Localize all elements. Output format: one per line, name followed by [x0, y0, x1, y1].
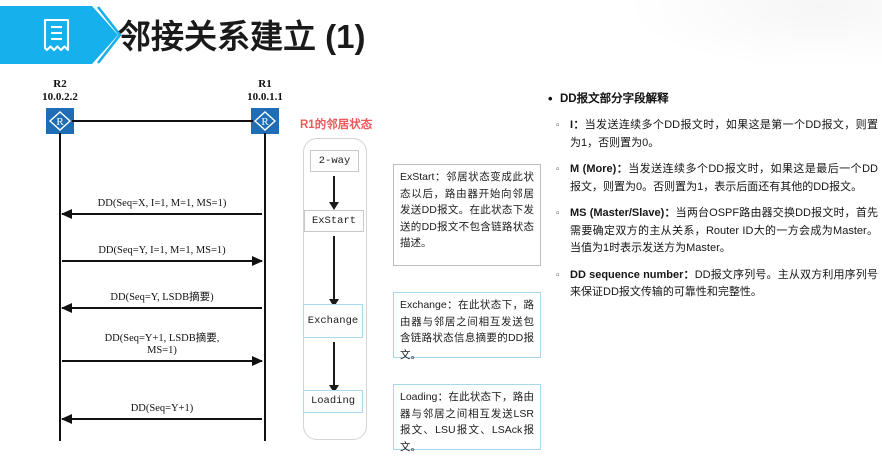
explanation-heading: DD报文部分字段解释: [548, 91, 878, 107]
message-shaft: [62, 418, 262, 420]
svg-text:R: R: [261, 116, 269, 128]
message-arrowhead: [61, 209, 72, 219]
explanation-item: MS (Master/Slave)：当两台OSPF路由器交换DD报文时，首先需要…: [548, 205, 878, 258]
message-label: DD(Seq=Y, LSDB摘要): [110, 292, 214, 303]
message-shaft: [62, 307, 262, 309]
fsm-frame: [303, 138, 367, 440]
explanation-term: DD sequence number：: [570, 268, 695, 281]
message-label: DD(Seq=Y, I=1, M=1, MS=1): [98, 245, 226, 256]
explanation-term: MS (Master/Slave)：: [570, 207, 676, 219]
fsm-transition-arrow: [329, 236, 339, 307]
state-loading[interactable]: Loading: [303, 390, 363, 413]
node-ip-r1: 10.0.1.1: [247, 91, 283, 103]
node-ip-r2: 10.0.2.2: [42, 91, 78, 103]
message-shaft: [62, 360, 262, 362]
explanation-item: M (More)：当发送连续多个DD报文时，如果这是最后一个DD报文，则置为0。…: [548, 161, 878, 196]
state-2way[interactable]: 2-way: [310, 150, 359, 172]
message-arrow: DD(Seq=Y, I=1, M=1, MS=1): [62, 235, 263, 266]
message-label: DD(Seq=X, I=1, M=1, MS=1): [97, 198, 227, 209]
router-icon-r1: R: [251, 108, 279, 134]
svg-text:R: R: [56, 116, 64, 128]
lifeline-r2: [59, 133, 61, 441]
fsm-title: R1的邻居状态: [300, 119, 373, 131]
message-shaft: [62, 260, 262, 262]
loading-callout: Loading：在此状态下，路由器与邻居之间相互发送LSR报文、LSU报文、LS…: [393, 384, 541, 453]
router-link-line: [72, 120, 253, 122]
explanation-text: 当发送连续多个DD报文时，如果这是最后一个DD报文，则置为0。否则置为1，表示后…: [570, 163, 878, 193]
explanation-item: DD sequence number：DD报文序列号。主从双方利用序列号来保证D…: [548, 267, 878, 302]
fsm-transition-arrow: [329, 342, 339, 393]
message-shaft: [62, 213, 262, 215]
explanation-text: 当两台OSPF路由器交换DD报文时，首先需要确定双方的主从关系，Router I…: [570, 207, 878, 254]
message-arrowhead: [252, 356, 263, 366]
explanation-text: 当发送连续多个DD报文时，如果这是第一个DD报文，则置为1，否则置为0。: [570, 119, 878, 149]
page-title: 邻接关系建立 (1): [118, 18, 366, 55]
message-arrow: DD(Seq=Y, LSDB摘要): [61, 282, 262, 313]
node-label-r1: R1 10.0.1.1: [219, 78, 311, 104]
message-arrowhead: [252, 256, 263, 266]
message-label: DD(Seq=Y+1): [130, 403, 194, 414]
node-name-r2: R2: [53, 78, 67, 90]
explanation-panel: DD报文部分字段解释 I：当发送连续多个DD报文时，如果这是第一个DD报文，则置…: [548, 91, 878, 311]
node-name-r1: R1: [258, 78, 272, 90]
router-icon-r2: R: [46, 108, 74, 134]
message-arrowhead: [61, 303, 72, 313]
message-arrowhead: [61, 414, 72, 424]
explanation-text: DD报文序列号。主从双方利用序列号来保证DD报文传输的可靠性和完整性。: [570, 268, 878, 299]
fsm-transition-arrow: [329, 176, 339, 210]
message-arrow: DD(Seq=Y+1): [61, 393, 262, 424]
exstart-callout: ExStart：邻居状态变成此状态以后，路由器开始向邻居发送DD报文。在此状态下…: [393, 164, 541, 266]
explanation-item: I：当发送连续多个DD报文时，如果这是第一个DD报文，则置为1，否则置为0。: [548, 117, 878, 152]
message-arrow: DD(Seq=Y+1, LSDB摘要, MS=1): [62, 322, 263, 366]
message-label: DD(Seq=Y+1, LSDB摘要, MS=1): [104, 333, 220, 356]
document-lines-icon: [43, 18, 70, 52]
exchange-callout: Exchange：在此状态下，路由器与邻居之间相互发送包含链路状态信息摘要的DD…: [393, 292, 541, 361]
header-banner: [0, 6, 122, 64]
state-exstart[interactable]: ExStart: [304, 210, 364, 232]
lifeline-r1: [264, 133, 266, 441]
state-exchange[interactable]: Exchange: [303, 304, 363, 338]
node-label-r2: R2 10.0.2.2: [14, 78, 106, 104]
explanation-term: M (More)：: [570, 163, 629, 175]
message-arrow: DD(Seq=X, I=1, M=1, MS=1): [61, 188, 262, 219]
explanation-term: I：: [570, 119, 585, 131]
